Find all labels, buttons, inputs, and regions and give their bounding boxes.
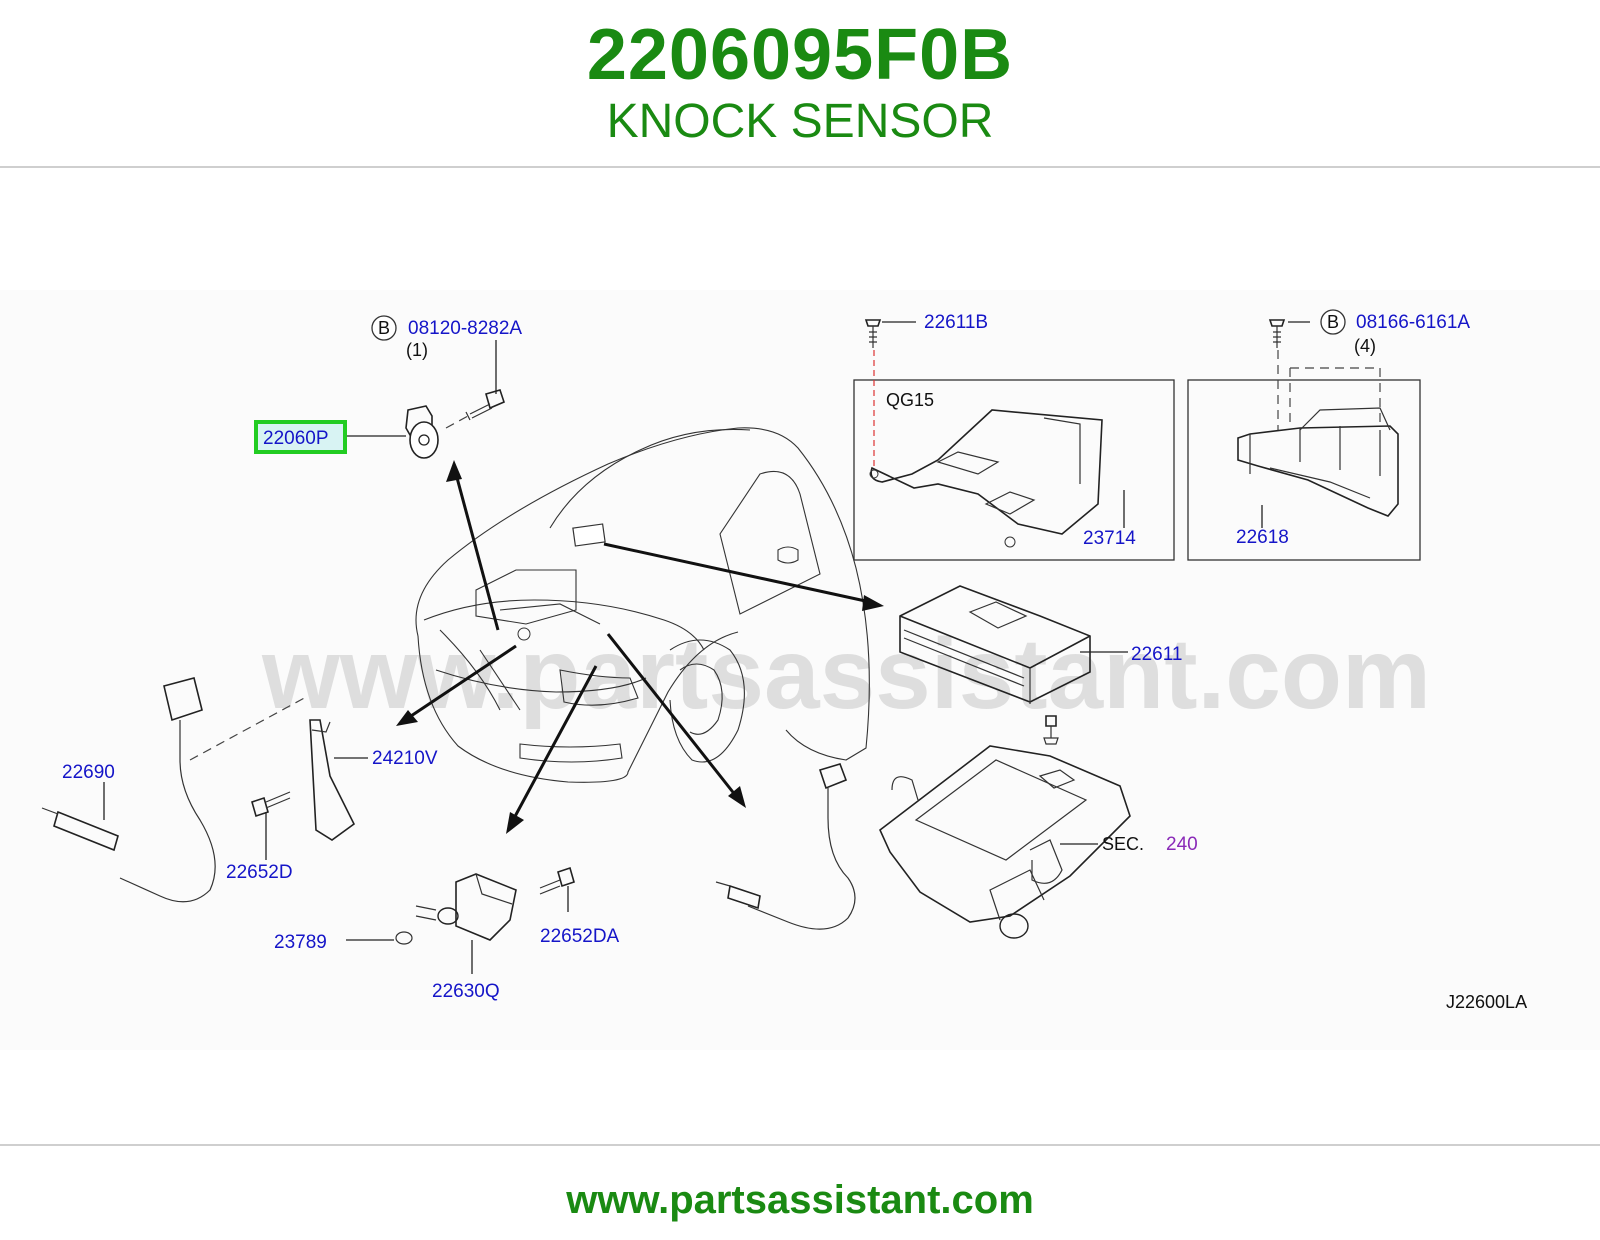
bolt-22652da-icon [539, 866, 575, 895]
ecm-22611-icon [899, 585, 1091, 704]
bracket-22618-box [1187, 379, 1421, 561]
bracket-22618-icon [1237, 407, 1399, 517]
cover-plate-23714-icon [869, 409, 1103, 548]
callout-24210v[interactable]: 24210V [372, 748, 438, 769]
callout-22618[interactable]: 22618 [1236, 527, 1289, 548]
b-symbol-08166 [1320, 309, 1346, 335]
highlight-22060p [254, 420, 347, 454]
footer-divider [0, 1144, 1600, 1146]
oxygen-sensor-front-icon [41, 677, 216, 903]
qty-08166: (4) [1354, 336, 1376, 356]
screw-22611b-icon [864, 319, 882, 348]
callout-08166[interactable]: 08166-6161A [1356, 312, 1470, 333]
header-divider [0, 166, 1600, 168]
qg15-cover-box [853, 379, 1175, 561]
oxygen-sensor-rear-icon [715, 763, 856, 930]
bolt-08120-icon [465, 389, 505, 421]
part-name-subtitle: KNOCK SENSOR [606, 95, 994, 148]
b-symbol-08120 [371, 315, 397, 341]
cam-position-sensor-icon [415, 873, 517, 941]
b-symbol-08166-text: B [1327, 312, 1339, 332]
knock-sensor-icon[interactable] [405, 405, 439, 459]
parts-diagram: www.partsassistant.com 22611B QG15 23714… [0, 290, 1600, 1050]
callout-22652d[interactable]: 22652D [226, 862, 293, 883]
callout-22690[interactable]: 22690 [62, 762, 115, 783]
o-ring-23789-icon [395, 931, 413, 945]
screw-08166-icon [1268, 319, 1286, 348]
callout-22652da[interactable]: 22652DA [540, 926, 620, 947]
label-qg15: QG15 [886, 390, 934, 410]
pointer-arrows [396, 460, 884, 834]
bolt-22652d-icon [251, 791, 291, 818]
ecm-bracket-240-icon [879, 745, 1131, 939]
footer-url-link[interactable]: www.partsassistant.com [566, 1178, 1034, 1222]
qty-08120: (1) [406, 340, 428, 360]
callout-240[interactable]: 240 [1166, 834, 1198, 855]
watermark-text: www.partsassistant.com [261, 618, 1431, 730]
bracket-guide-lines [1289, 367, 1381, 428]
b-symbol-08120-text: B [378, 318, 390, 338]
bracket-24210v-icon [309, 719, 356, 841]
callout-08120[interactable]: 08120-8282A [408, 318, 522, 339]
diagram-code: J22600LA [1446, 992, 1527, 1012]
page-header: 2206095F0B KNOCK SENSOR [0, 0, 1600, 168]
callout-22630q[interactable]: 22630Q [432, 981, 500, 1002]
sensor-guide-line [189, 695, 309, 761]
bolt-ecm-icon [1043, 715, 1059, 745]
callout-23789[interactable]: 23789 [274, 932, 327, 953]
bolt-guide-line [445, 415, 469, 429]
part-number-title: 2206095F0B [586, 15, 1014, 95]
callout-22611b[interactable]: 22611B [924, 312, 988, 333]
callout-22060p[interactable]: 22060P [263, 428, 329, 449]
label-sec: SEC. [1102, 834, 1144, 854]
callout-22611[interactable]: 22611 [1131, 644, 1182, 665]
diagram-canvas: www.partsassistant.com 22611B QG15 23714… [41, 309, 1527, 1012]
callout-23714[interactable]: 23714 [1083, 528, 1136, 549]
